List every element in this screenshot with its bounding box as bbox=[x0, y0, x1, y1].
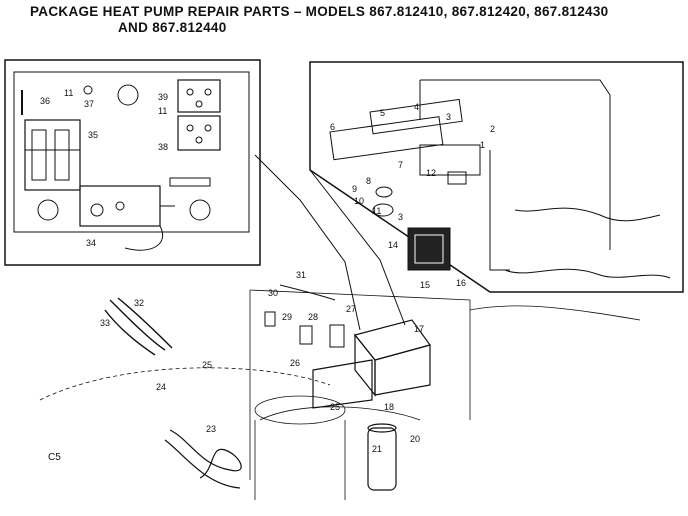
part-10 bbox=[372, 203, 394, 217]
callout-6: 6 bbox=[330, 122, 335, 132]
callout-25a: 25 bbox=[202, 360, 212, 370]
part-37 bbox=[83, 85, 93, 95]
callout-28: 28 bbox=[308, 312, 318, 322]
right-inset-frame bbox=[309, 61, 684, 293]
callout-1: 1 bbox=[480, 140, 485, 150]
callout-24: 24 bbox=[156, 382, 166, 392]
defrost-board-34 bbox=[79, 185, 175, 251]
callout-38: 38 bbox=[158, 142, 168, 152]
callout-4: 4 bbox=[414, 102, 419, 112]
control-box bbox=[329, 98, 481, 176]
callout-3b: 3 bbox=[398, 212, 403, 222]
callout-3: 3 bbox=[446, 112, 451, 122]
callout-34: 34 bbox=[86, 238, 96, 248]
callout-11: 11 bbox=[64, 88, 73, 98]
left-inset-frame bbox=[4, 59, 261, 266]
callout-9: 9 bbox=[352, 184, 357, 194]
knockout-left bbox=[37, 199, 59, 221]
wiring-harness-23 bbox=[164, 429, 242, 489]
tubing-32-33 bbox=[104, 297, 173, 356]
part-12 bbox=[447, 171, 467, 185]
part-27 bbox=[329, 324, 345, 348]
callout-30: 30 bbox=[268, 288, 278, 298]
leader-left-inset bbox=[254, 154, 361, 331]
callout-7: 7 bbox=[398, 160, 403, 170]
capacitor-21 bbox=[367, 423, 397, 491]
callout-26: 26 bbox=[290, 358, 300, 368]
page-code: C5 bbox=[48, 452, 61, 463]
part-31 bbox=[279, 284, 336, 301]
callout-25b: 25 bbox=[330, 402, 340, 412]
callout-31: 31 bbox=[296, 270, 306, 280]
part-30 bbox=[264, 311, 276, 327]
callout-36: 36 bbox=[40, 96, 50, 106]
callout-16: 16 bbox=[456, 278, 466, 288]
cabinet-outline bbox=[419, 79, 671, 279]
callout-18: 18 bbox=[384, 402, 394, 412]
callout-14: 14 bbox=[388, 240, 398, 250]
callout-12: 12 bbox=[426, 168, 436, 178]
callout-35: 35 bbox=[88, 130, 98, 140]
knockout-top bbox=[117, 84, 139, 106]
callout-33: 33 bbox=[100, 318, 110, 328]
knockout-right bbox=[189, 199, 211, 221]
callout-20: 20 bbox=[410, 434, 420, 444]
part-8 bbox=[375, 186, 393, 198]
callout-37: 37 bbox=[84, 99, 94, 109]
callout-32: 32 bbox=[134, 298, 144, 308]
callout-8: 8 bbox=[366, 176, 371, 186]
callout-27: 27 bbox=[346, 304, 356, 314]
callout-17: 17 bbox=[414, 324, 424, 334]
label-plate bbox=[169, 177, 211, 187]
callout-11b: 11 bbox=[158, 106, 167, 116]
relay-38 bbox=[177, 115, 221, 151]
callout-29: 29 bbox=[282, 312, 292, 322]
cover-25 bbox=[312, 359, 373, 409]
callout-21: 21 bbox=[372, 444, 382, 454]
control-panel-outline bbox=[13, 71, 250, 233]
part-28 bbox=[299, 325, 313, 345]
control-box-17 bbox=[353, 319, 431, 397]
diagram-title: PACKAGE HEAT PUMP REPAIR PARTS – MODELS … bbox=[30, 4, 609, 19]
diagram-title-line2: AND 867.812440 bbox=[118, 20, 227, 35]
compressor-capacitor-14 bbox=[407, 227, 451, 271]
callout-11c: 11 bbox=[372, 206, 381, 216]
relay-39 bbox=[177, 79, 221, 113]
callout-23: 23 bbox=[206, 424, 216, 434]
callout-15: 15 bbox=[420, 280, 430, 290]
contactor-35 bbox=[24, 119, 81, 191]
callout-5: 5 bbox=[380, 108, 385, 118]
leader-right-inset bbox=[309, 169, 406, 326]
callout-2: 2 bbox=[490, 124, 495, 134]
callout-10: 10 bbox=[354, 196, 364, 206]
callout-39: 39 bbox=[158, 92, 168, 102]
unit-housing bbox=[39, 289, 641, 500]
